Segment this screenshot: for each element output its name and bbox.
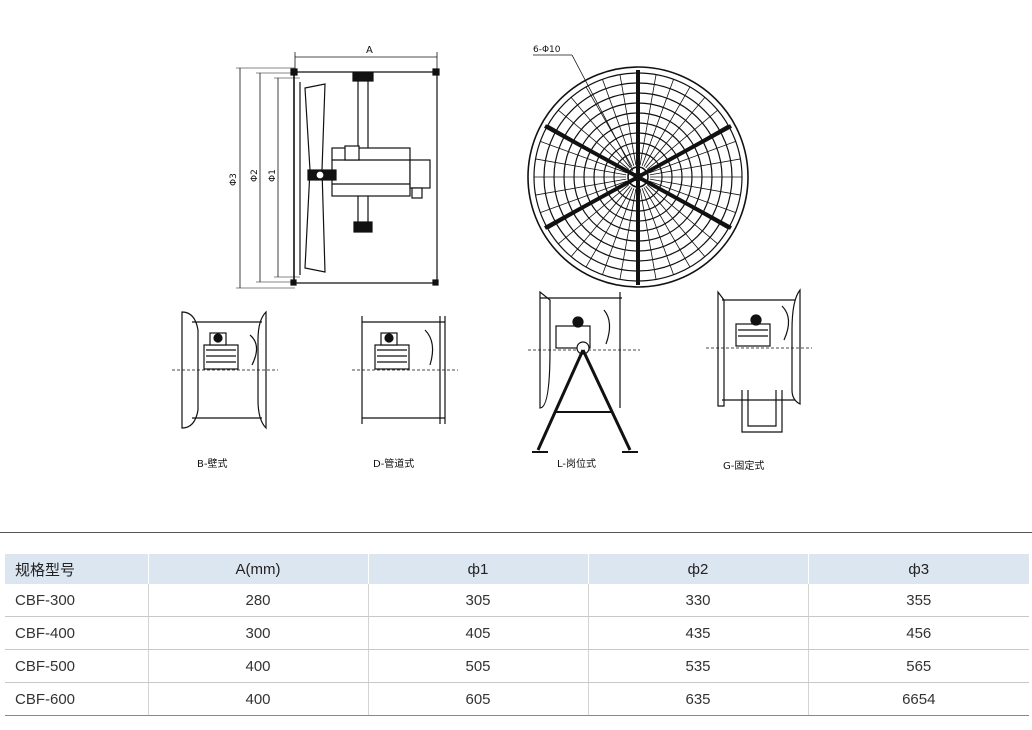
spec-table: 规格型号 A(mm) ф1 ф2 ф3 CBF-300 280 305 330 … [5, 554, 1029, 716]
cell-model: CBF-400 [5, 616, 149, 650]
grille-wire [558, 184, 630, 245]
cell-model: CBF-300 [5, 584, 149, 617]
grille-wire [645, 97, 706, 169]
technical-drawing: A Φ3 Φ2 Φ1 6-Φ10 [172, 45, 812, 453]
grille-wire [619, 188, 637, 280]
cell-phi3: 565 [808, 649, 1029, 683]
header-a-mm: A(mm) [148, 554, 369, 584]
grille-wire [646, 109, 718, 170]
grille-wire [639, 188, 657, 280]
cell-phi1: 605 [368, 682, 589, 716]
cell-phi3: 456 [808, 616, 1029, 650]
grille-wire [535, 158, 627, 176]
spec-table-header-row: 规格型号 A(mm) ф1 ф2 ф3 [5, 554, 1029, 584]
grille-wire [558, 109, 630, 170]
mount-caption-duct: D-管道式 [373, 459, 415, 470]
grille-wire [641, 79, 674, 166]
fan-side-view [236, 52, 440, 289]
cell-model: CBF-500 [5, 649, 149, 683]
cell-phi3: 355 [808, 584, 1029, 617]
fixed-mount-drawing [706, 288, 812, 433]
grille-wire [540, 180, 627, 213]
table-row: CBF-400 300 405 435 456 [5, 616, 1029, 650]
header-phi2: ф2 [588, 554, 809, 584]
dim-a-label: A [366, 45, 373, 56]
grille-wire [645, 185, 706, 257]
header-model: 规格型号 [5, 554, 149, 584]
cell-a: 400 [148, 682, 369, 716]
cell-model: CBF-600 [5, 682, 149, 716]
grille-wire [643, 187, 691, 268]
cell-a: 280 [148, 584, 369, 617]
grille-wire [535, 178, 627, 196]
cell-phi2: 435 [588, 616, 809, 650]
grille-wire [649, 141, 736, 174]
hole-spec-label: 6-Φ10 [533, 45, 561, 55]
grille-wire [585, 86, 633, 167]
header-phi1: ф1 [368, 554, 589, 584]
grille-wire [646, 184, 718, 245]
dim-phi2-label: Φ2 [250, 169, 260, 182]
grille-wire [641, 188, 674, 275]
mount-caption-fixed: G-固定式 [723, 461, 765, 472]
dim-phi1-label: Φ1 [268, 169, 278, 182]
cell-a: 400 [148, 649, 369, 683]
header-phi3: ф3 [808, 554, 1029, 584]
grille-wire [602, 188, 635, 275]
grille-wire [602, 79, 635, 166]
grille-wire [585, 187, 633, 268]
cell-phi1: 405 [368, 616, 589, 650]
cell-phi1: 305 [368, 584, 589, 617]
section-divider [0, 532, 1032, 533]
grille-wire [619, 74, 637, 166]
cell-phi2: 635 [588, 682, 809, 716]
cell-phi1: 505 [368, 649, 589, 683]
mount-caption-wall: B-壁式 [197, 459, 228, 470]
duct-mount-drawing [352, 316, 458, 424]
grille-wire [649, 158, 741, 176]
table-row: CBF-300 280 305 330 355 [5, 584, 1029, 617]
mount-caption-stand: L-岗位式 [557, 459, 597, 470]
wall-mount-drawing [172, 310, 278, 430]
grille-wire [643, 86, 691, 167]
grille-wire [649, 178, 741, 196]
grille-wire [639, 74, 657, 166]
grille-wire [570, 97, 631, 169]
table-row: CBF-600 400 605 635 6654 [5, 682, 1029, 716]
cell-phi2: 535 [588, 649, 809, 683]
grille-wire [540, 141, 627, 174]
grille-wire [570, 185, 631, 257]
cell-a: 300 [148, 616, 369, 650]
cell-phi3: 6654 [808, 682, 1029, 716]
stand-mount-drawing [528, 290, 640, 453]
fan-front-view [527, 54, 749, 288]
grille-wire [649, 180, 736, 213]
dim-phi3-label: Φ3 [229, 173, 239, 186]
table-row: CBF-500 400 505 535 565 [5, 649, 1029, 683]
cell-phi2: 330 [588, 584, 809, 617]
